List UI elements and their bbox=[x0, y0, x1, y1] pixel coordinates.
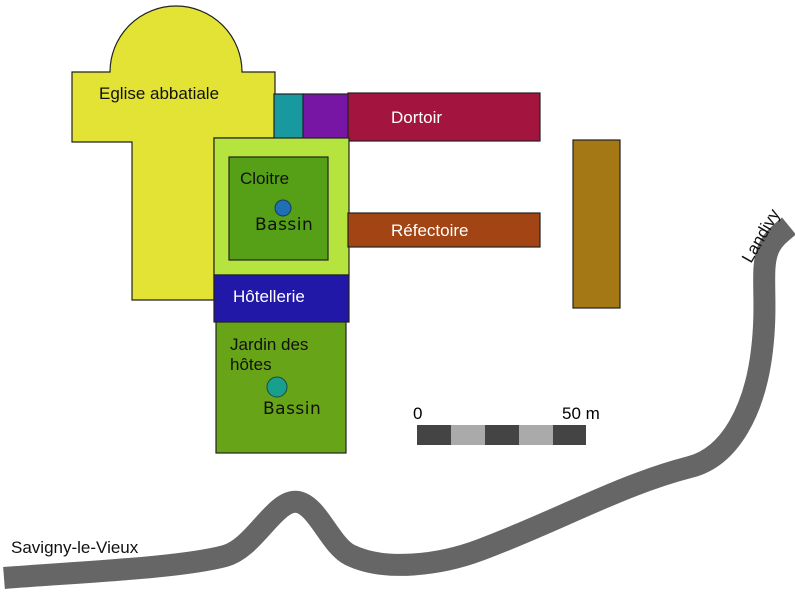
road bbox=[3, 217, 795, 589]
eglise-abbatiale-building[interactable] bbox=[71, 5, 276, 301]
jardin-label-line2: hôtes bbox=[230, 355, 272, 374]
scale-bar: 0 50 m bbox=[413, 404, 600, 445]
scale-segment-1 bbox=[417, 425, 451, 445]
refectoire-building[interactable] bbox=[347, 212, 541, 248]
bassin-cloitre-marker[interactable] bbox=[274, 199, 292, 217]
eglise-label: Eglise abbatiale bbox=[99, 84, 219, 103]
bassin-jardin-label: Bassin bbox=[263, 399, 321, 419]
passage-teal-building[interactable] bbox=[273, 93, 305, 140]
scale-segment-2 bbox=[451, 425, 485, 445]
jardin-label-line1: Jardin des bbox=[230, 335, 308, 354]
hotellerie-building[interactable] bbox=[213, 274, 350, 323]
dortoir-label: Dortoir bbox=[391, 108, 442, 127]
passage-purple-building[interactable] bbox=[302, 93, 350, 140]
cloitre-label: Cloitre bbox=[240, 169, 289, 188]
scale-segment-3 bbox=[485, 425, 519, 445]
annexe-building[interactable] bbox=[572, 139, 621, 309]
road-label-west: Savigny-le-Vieux bbox=[11, 538, 139, 557]
dortoir-building[interactable] bbox=[347, 92, 541, 142]
scale-label-end: 50 m bbox=[562, 404, 600, 423]
refectoire-label: Réfectoire bbox=[391, 221, 468, 240]
scale-label-start: 0 bbox=[413, 404, 422, 423]
bassin-jardin-marker[interactable] bbox=[266, 376, 288, 398]
scale-segment-4 bbox=[519, 425, 553, 445]
scale-segment-5 bbox=[553, 425, 586, 445]
hotellerie-label: Hôtellerie bbox=[233, 287, 305, 306]
bassin-cloitre-label: Bassin bbox=[255, 215, 313, 235]
